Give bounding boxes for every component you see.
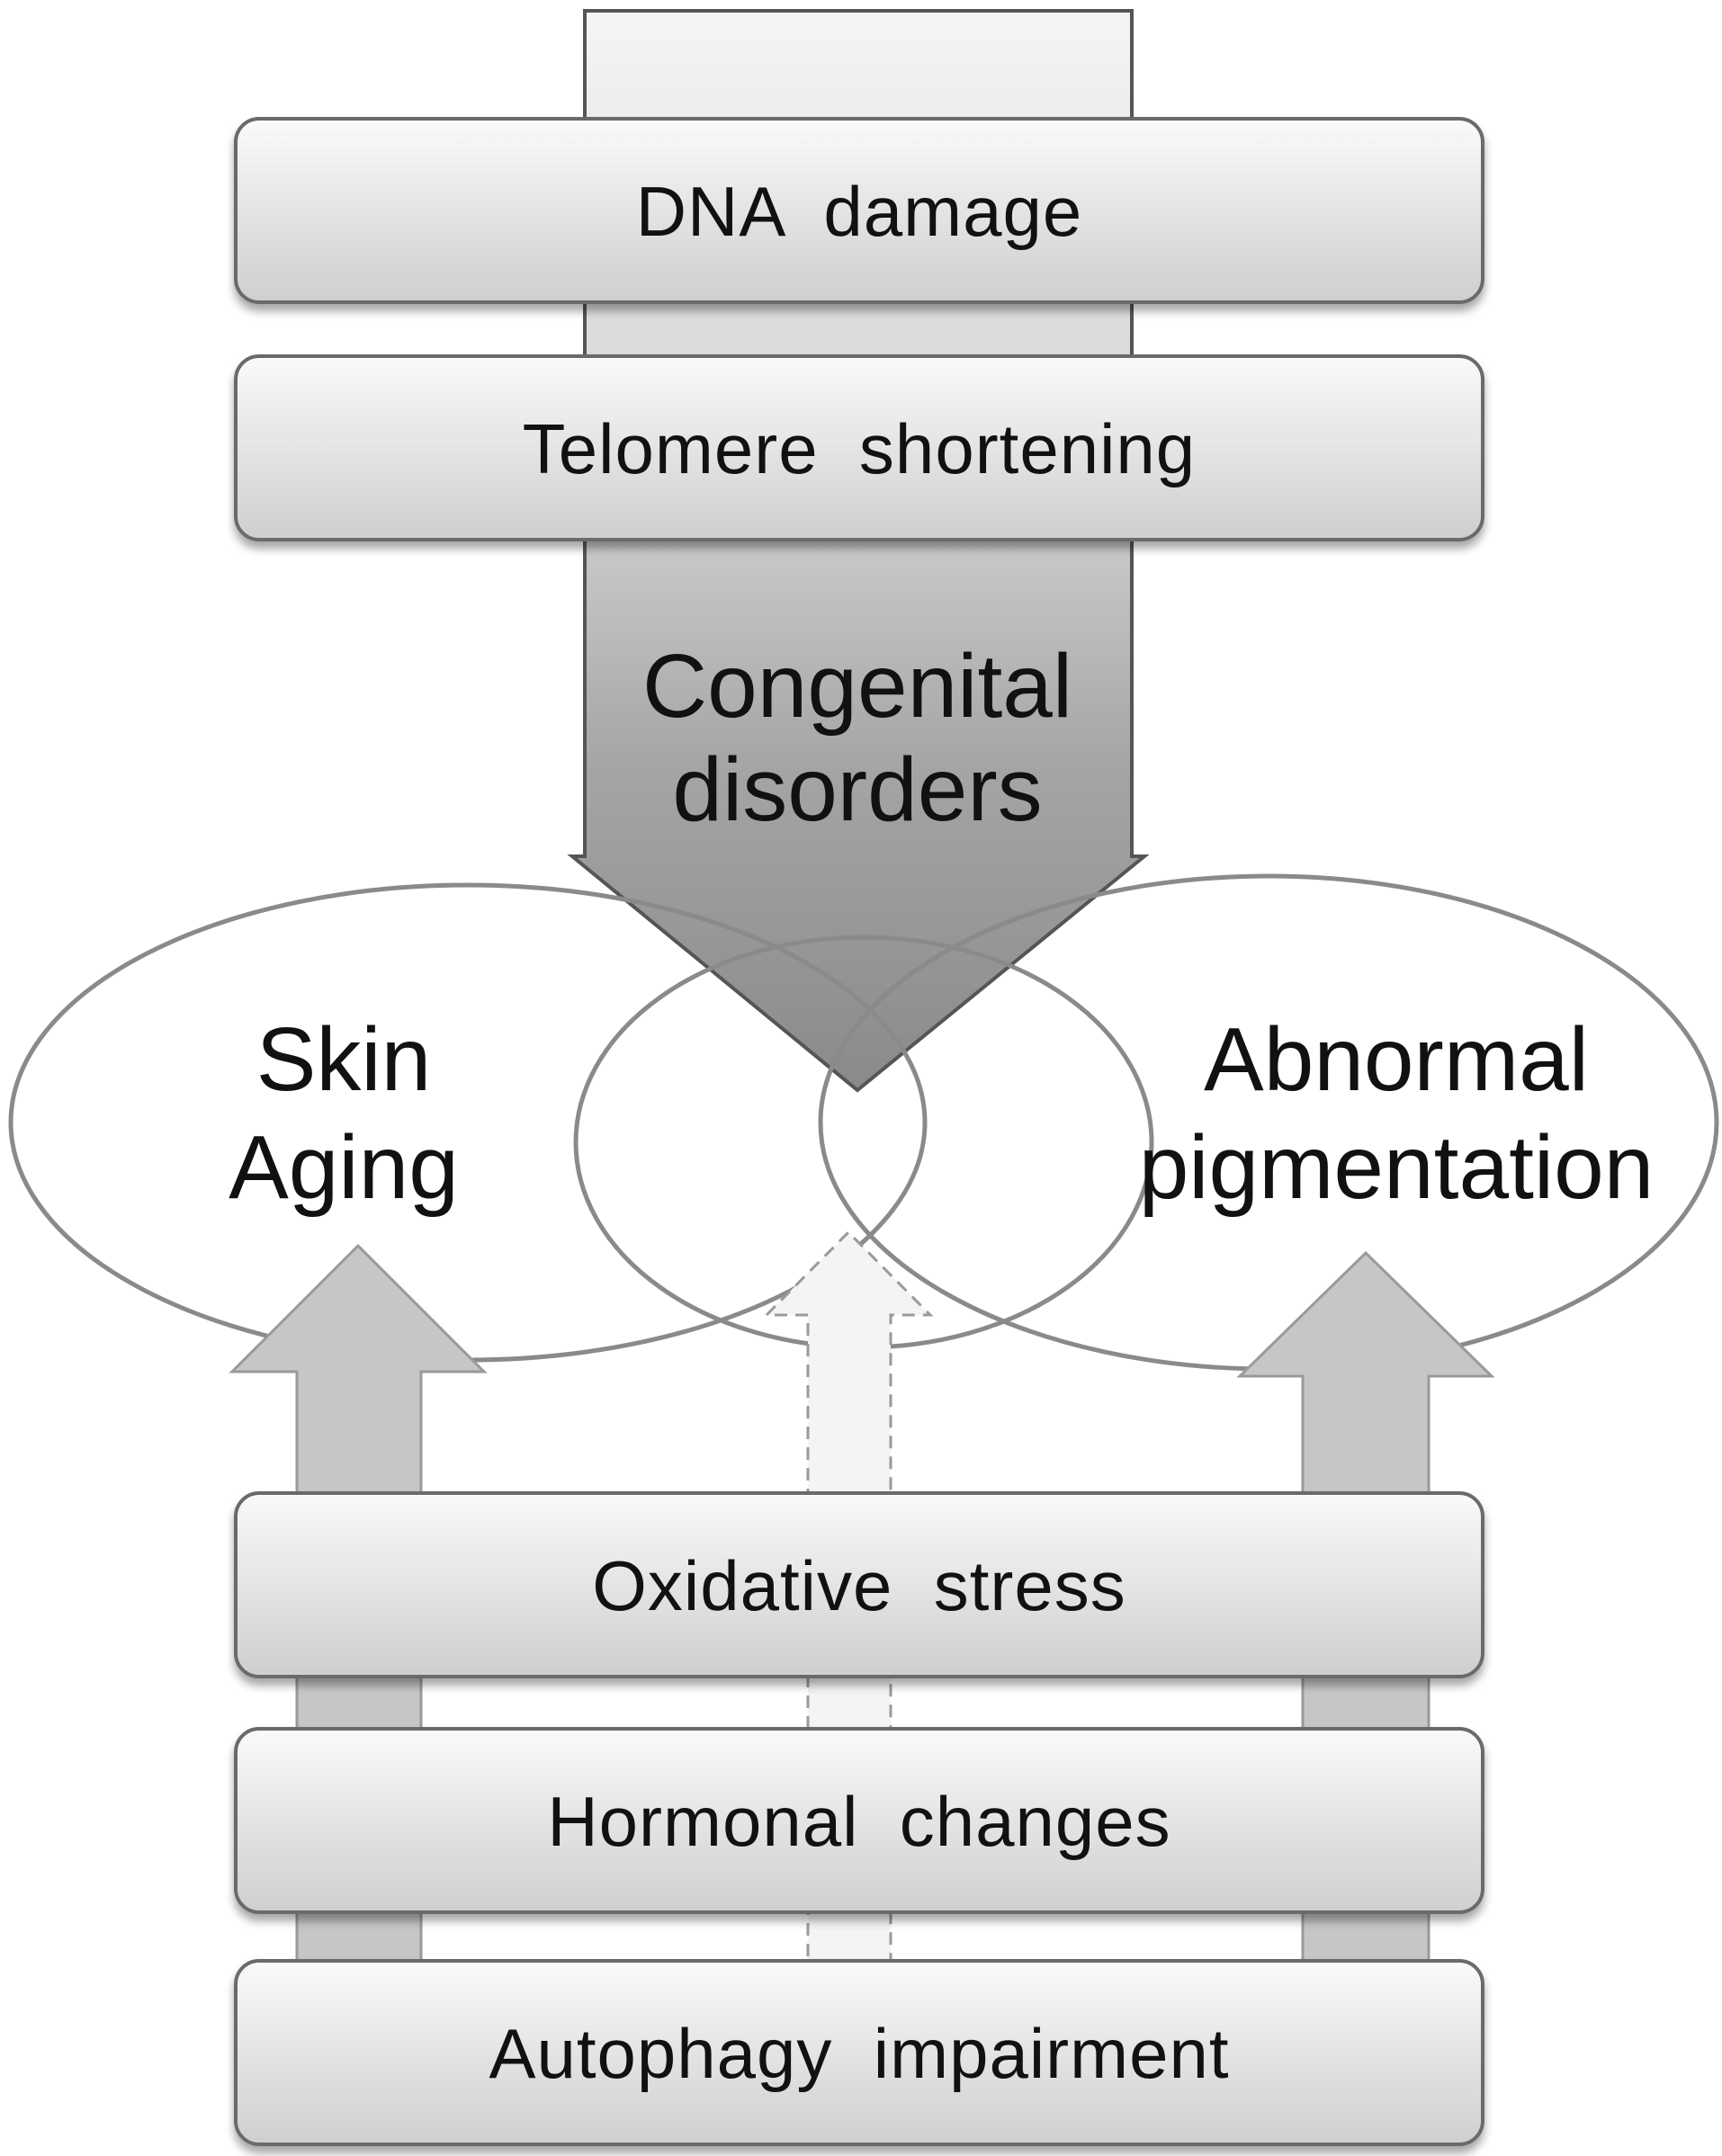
telomere-shortening-box: Telomere shortening: [234, 354, 1484, 541]
skin-aging-label-line-2: Aging: [229, 1117, 459, 1218]
autophagy-impairment-label: Autophagy impairment: [489, 2014, 1229, 2093]
abnormal-pigmentation-label-line-2: pigmentation: [1139, 1117, 1655, 1218]
autophagy-impairment-box: Autophagy impairment: [234, 1959, 1484, 2146]
oxidative-stress-box: Oxidative stress: [234, 1491, 1484, 1678]
dna-damage-box: DNA damage: [234, 117, 1484, 304]
hormonal-changes-box: Hormonal changes: [234, 1727, 1484, 1914]
arrow-label-line-2: disorders: [672, 739, 1042, 840]
arrow-label-line-1: Congenital: [642, 636, 1072, 737]
oxidative-stress-label: Oxidative stress: [592, 1546, 1126, 1625]
hormonal-changes-label: Hormonal changes: [547, 1782, 1170, 1861]
abnormal-pigmentation-label-line-1: Abnormal: [1204, 1009, 1589, 1110]
dna-damage-label: DNA damage: [636, 172, 1083, 251]
telomere-shortening-label: Telomere shortening: [523, 409, 1196, 488]
skin-aging-label-line-1: Skin: [256, 1009, 432, 1110]
